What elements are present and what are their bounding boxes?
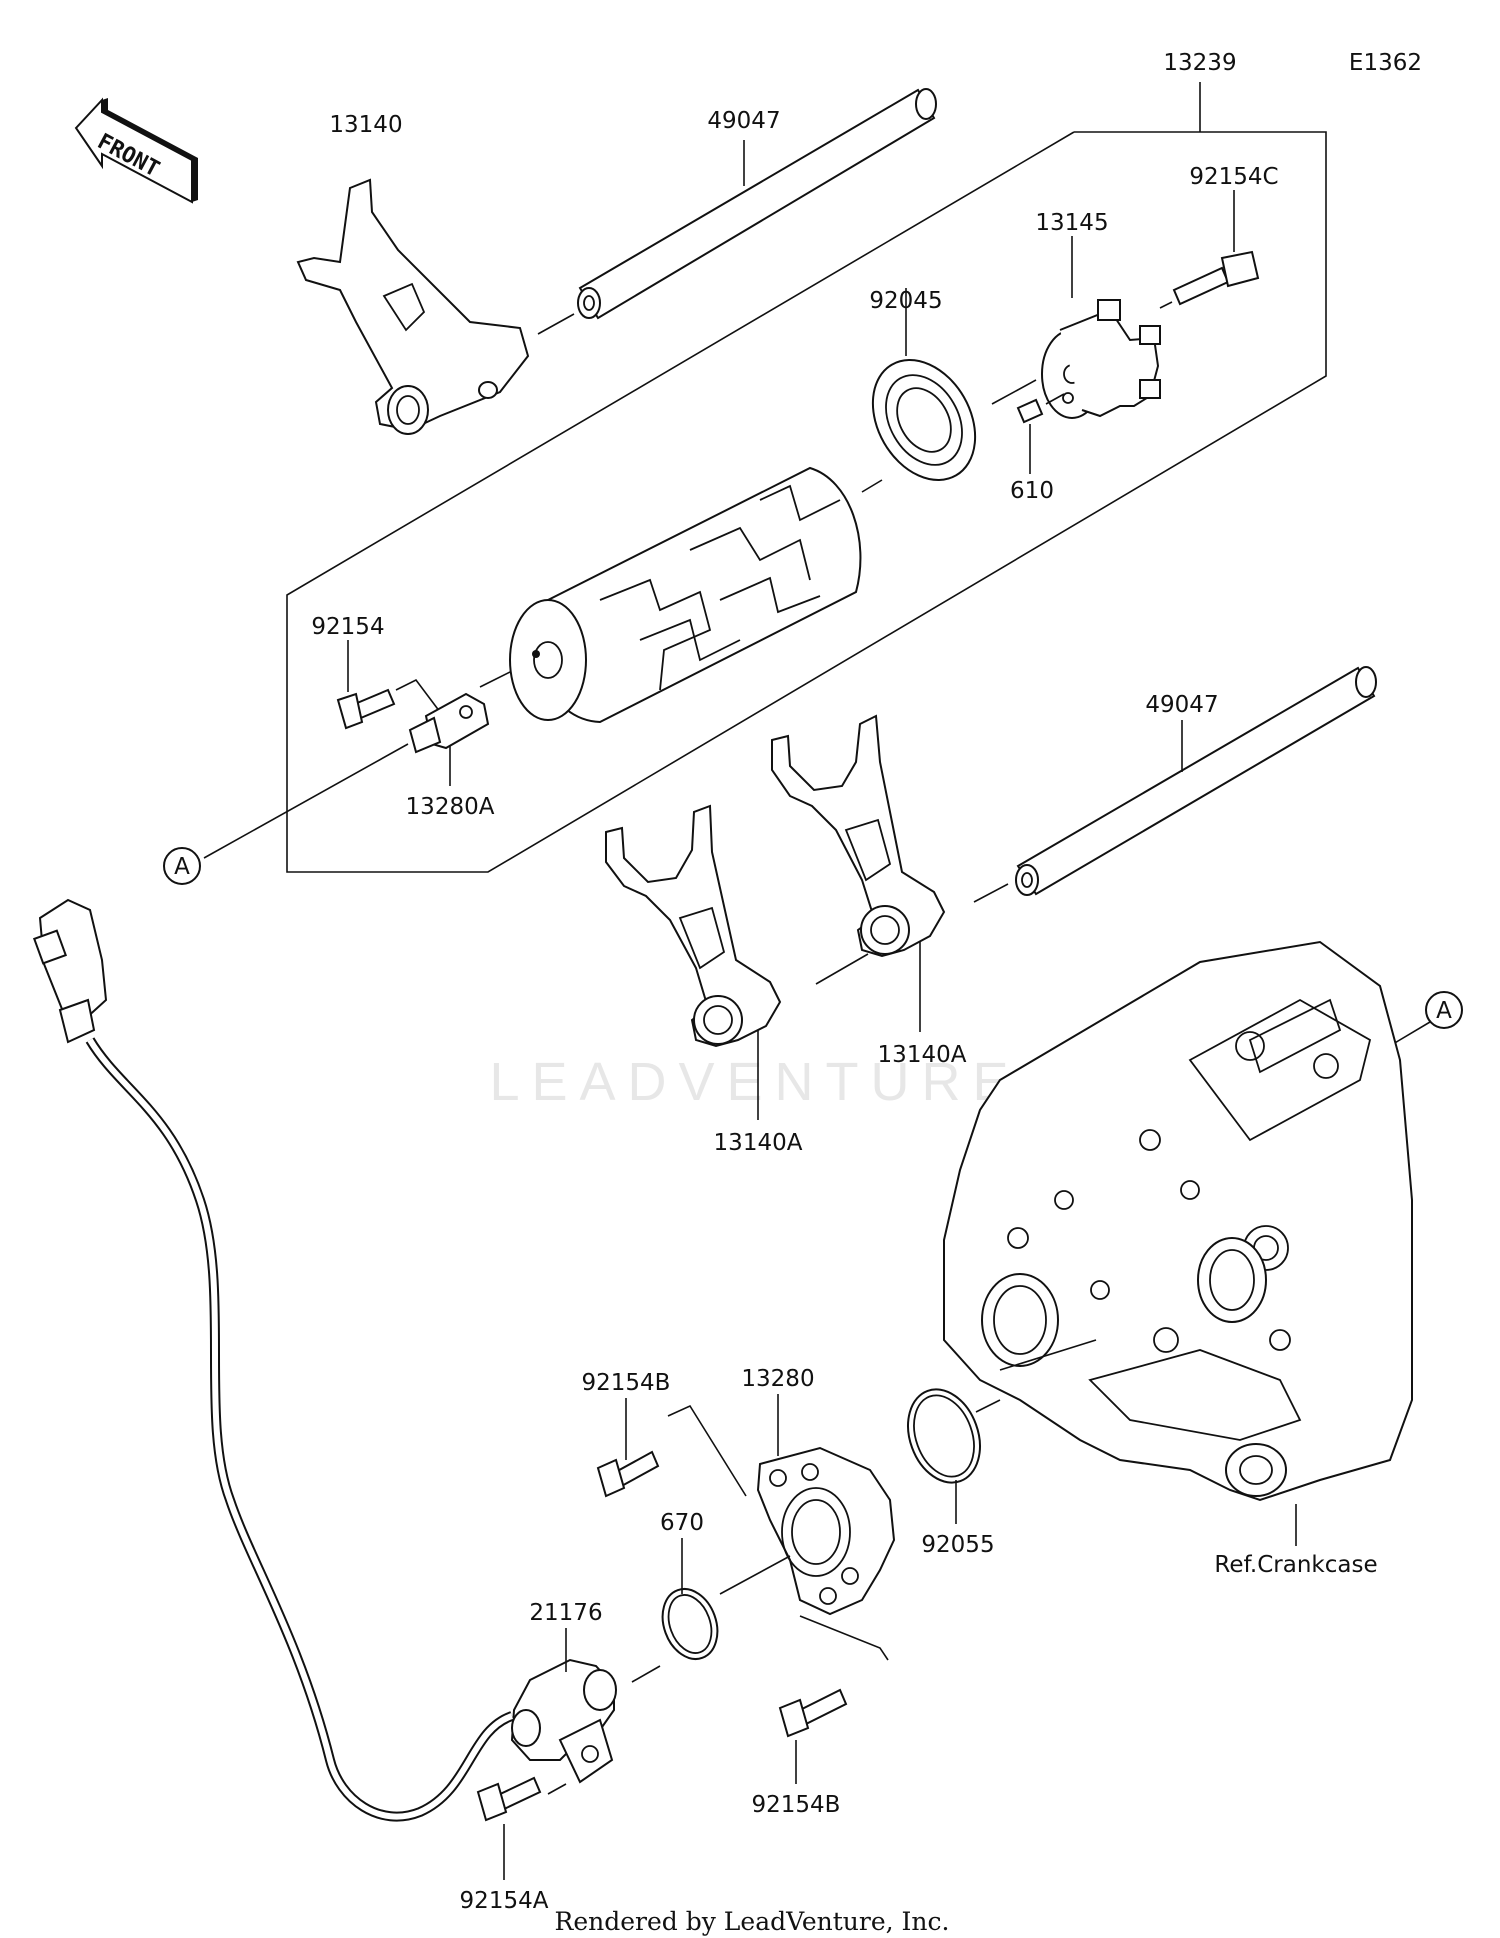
shift-fork-13140A-right [771,714,946,1032]
bolt-92154 [336,640,441,730]
reference-marker-a-left-label: A [174,854,190,880]
label-13140A-left: 13140A [714,1130,803,1156]
sensor-wire-harness [32,898,514,1822]
label-92154A: 92154A [460,1888,549,1914]
label-610: 610 [1010,478,1054,504]
shift-drum-cam-13145 [1041,236,1161,419]
label-13140: 13140 [329,112,402,138]
label-92154B-bottom: 92154B [752,1792,841,1818]
label-49047-middle: 49047 [1145,692,1218,718]
bolt-92154B-top [596,1398,660,1498]
shift-rod-49047-top [577,88,937,320]
shift-fork-13140A-left [605,804,782,1120]
o-ring-670 [661,1538,719,1660]
label-670: 670 [660,1510,704,1536]
shift-fork-13140 [296,178,575,435]
label-92154C: 92154C [1189,164,1278,190]
label-92055: 92055 [921,1532,994,1558]
label-crankcase-ref: Ref.Crankcase [1214,1552,1377,1578]
reference-marker-a-right: A [1355,991,1463,1067]
bolt-92154B-bottom [778,1688,848,1784]
watermark-text: LEADVENTURE [489,1052,1020,1112]
assembly-bracket-13239 [286,82,1327,873]
bolt-92154A [476,1776,542,1880]
bearing-92045 [871,288,1037,482]
shift-sensor-housing-13280 [667,1394,896,1661]
label-92154B-top: 92154B [582,1370,671,1396]
label-49047-top: 49047 [707,108,780,134]
label-92045: 92045 [869,288,942,314]
shift-rod-49047-middle [973,666,1377,903]
o-ring-92055 [907,1388,1001,1524]
bolt-92154C [1159,190,1260,309]
shift-sensor-pin-13280A [203,692,490,859]
label-92154: 92154 [311,614,384,640]
shift-drum [479,466,883,724]
dowel-pin-610 [1016,393,1065,474]
diagram-id: E1362 [1349,50,1422,76]
footer-credit: Rendered by LeadVenture, Inc. [555,1907,950,1936]
label-13239: 13239 [1163,50,1236,76]
label-13140A-right: 13140A [878,1042,967,1068]
gear-position-sensor-21176 [510,1628,661,1795]
label-13280A: 13280A [406,794,495,820]
front-arrow-icon: FRONT [74,97,198,204]
reference-marker-a-right-label: A [1436,998,1452,1024]
label-21176: 21176 [529,1600,602,1626]
label-13145: 13145 [1035,210,1108,236]
label-13280: 13280 [741,1366,814,1392]
crankcase-reference [943,940,1413,1546]
reference-marker-a-left: A [163,847,201,885]
